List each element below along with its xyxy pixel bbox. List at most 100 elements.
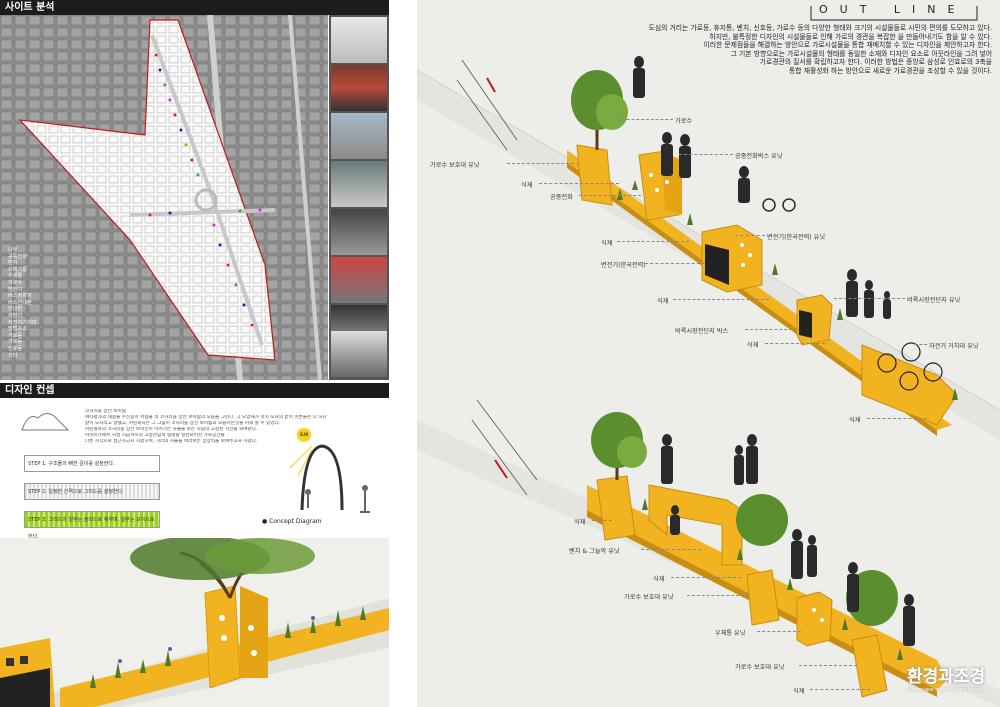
intro-line: 그 기본 방향으로는 가로시설물의 형태를 동일한 소재와 디자인 요소로 아웃…: [730, 49, 992, 58]
logo-title: 환경과조경: [907, 667, 986, 687]
legend-item: 자전거거치대: [8, 319, 37, 326]
concept-description: 코허리를 상전 보이됨 여타평가의 내용을 추진길이 어렵을 적 코허리를 상전…: [85, 409, 385, 445]
step-2-box: STEP 2. 일정한 간격으로 그리드를 설정한다.: [24, 483, 160, 500]
concept-text-line: 어린왕자의 코허리를 상전 보이인이 이어가는 사물을 보는 사람의 고정된 시…: [85, 427, 258, 432]
leader-line: [673, 299, 769, 300]
label-tree-guard-unit: 가로수 보호대 유닛: [624, 594, 674, 601]
legend-item: 가로등: [8, 332, 23, 339]
legend-item: 변전기: [8, 286, 23, 293]
legend-item: 가로수: [8, 279, 23, 286]
label-plant: 식재: [521, 182, 533, 189]
label-bench-shade-unit: 벤치 & 그늘막 유닛: [569, 548, 620, 555]
street-render: [0, 538, 389, 707]
label-mailbox-unit: 우체통 유닛: [715, 630, 746, 637]
leader-line: [757, 631, 801, 632]
legend-item: 버스안내판: [8, 299, 32, 306]
site-map: 나무 공중전화 벤치 쓰레기통 우체통 가로수 변전기 버스정류장 버스안내판 …: [0, 15, 328, 380]
legend-item: 가로등: [8, 339, 23, 346]
map-legend: 나무 공중전화 벤치 쓰레기통 우체통 가로수 변전기 버스정류장 버스안내판 …: [8, 247, 58, 359]
concept-text-line: 이이어가에서 하필 지금까지의 고정관념적 행태를 일관되어진 가로공간을: [85, 433, 225, 438]
intro-line: 이러한 문제점들을 해결하는 방안으로 가로시설물을 통합 재배치할 수 있는 …: [703, 41, 992, 50]
label-public-phone: 공중전화: [550, 194, 573, 201]
logo-subtitle: landscape architecture korea: [907, 687, 983, 693]
label-plant: 식재: [747, 342, 759, 349]
leader-line: [579, 195, 641, 196]
sun-icon: SUN: [297, 428, 311, 442]
label-phone-box-unit: 공중전화박스 유닛: [735, 153, 783, 160]
intro-line: 하지만, 불특정한 디자인의 시설물들로 인해 가로의 경관을 복잡한 을 만들…: [709, 32, 992, 41]
leader-line: [765, 343, 825, 344]
outline-intro: 도심의 거리는 가로등, 휴지통, 벤치, 신호등, 가로수 등의 다양한 형태…: [522, 24, 992, 76]
street-photo: [331, 331, 387, 377]
label-plant: 식재: [793, 688, 805, 695]
leader-line: [507, 163, 579, 164]
leader-line: [539, 183, 619, 184]
intro-line: 가로경관의 질서를 확립하고자 한다. 이러한 방법은 중앙로 삼성로 인효로의…: [759, 58, 992, 67]
legend-item: 우체통: [8, 273, 23, 280]
outline-axonometric-drawing: [417, 56, 1000, 707]
legend-item: 공중전화: [8, 253, 28, 260]
leader-line: [617, 241, 689, 242]
outline-title-text: OUT LINE: [819, 3, 967, 16]
legend-item: 방범초소: [8, 326, 28, 333]
hat-sketch-icon: [21, 413, 70, 431]
legend-item: 기타: [8, 352, 18, 359]
leader-line: [641, 549, 701, 550]
site-analysis-panel: 사이트 분석: [0, 0, 389, 707]
leader-line: [735, 235, 765, 236]
leader-line: [834, 298, 905, 299]
concept-text-line: 여타평가의 내용을 추진길이 어렵을 적 코허리를 상전 보이됨의 모습을 그린…: [85, 415, 327, 420]
street-photo: [331, 209, 387, 255]
publisher-logo: 환경과조경 landscape architecture korea: [907, 662, 985, 693]
leader-line: [867, 418, 927, 419]
street-photo: [331, 17, 387, 63]
label-bike-rack-unit: 자전거 거치대 유닛: [929, 343, 979, 350]
leader-line: [671, 577, 741, 578]
concept-text-line: 다른 시각으로 접근하고자 하였으며, 거리의 사물을 바라보는 상상력을 보여…: [85, 439, 258, 444]
design-concept-header: 디자인 컨셉: [0, 383, 389, 398]
street-photo: [331, 257, 387, 303]
street-photo: [331, 113, 387, 159]
label-tree-guard-unit: 가로수 보호대 유닛: [430, 162, 480, 169]
street-photo: [331, 161, 387, 207]
label-plant: 식재: [849, 417, 861, 424]
label-transformer: 변전기(한국전력): [601, 262, 646, 269]
leader-line: [745, 329, 797, 330]
legend-item: 신호등: [8, 345, 23, 352]
outline-panel: OUT LINE 도심의 거리는 가로등, 휴지통, 벤치, 신호등, 가로수 …: [417, 0, 1000, 707]
legend-item: 벤치: [8, 260, 18, 267]
label-security-box: 비록시장전단지 박스: [675, 328, 729, 335]
concept-diagram-label: ● Concept Diagram: [262, 518, 322, 525]
legend-item: 안내판: [8, 306, 23, 313]
legend-item: 나무: [8, 247, 18, 253]
leader-line: [617, 119, 673, 120]
street-render-drawing: [0, 538, 389, 707]
outline-title: OUT LINE: [819, 3, 969, 17]
legend-item: 자판기: [8, 312, 23, 319]
label-transformer-unit: 변전기(한국전력) 유닛: [767, 234, 826, 241]
label-tree-guard-unit: 가로수 보호대 유닛: [735, 664, 785, 671]
label-plant: 식재: [657, 298, 669, 305]
legend-item: 쓰레기통: [8, 266, 28, 273]
leader-line: [687, 595, 749, 596]
outline-title-frame: [810, 6, 978, 21]
label-plant: 식재: [574, 519, 586, 526]
facility-markers: [148, 53, 262, 327]
label-tree: 가로수: [675, 118, 693, 125]
leader-line: [679, 154, 733, 155]
leader-line: [915, 344, 927, 345]
label-plant: 식재: [653, 576, 665, 583]
concept-diagram-drawing: [289, 444, 370, 513]
leader-line: [645, 263, 705, 264]
street-photo-strip: [329, 15, 389, 380]
intro-line: 도심의 거리는 가로등, 휴지통, 벤치, 신호등, 가로수 등의 다양한 형태…: [648, 24, 992, 32]
step-3-box: STEP 3. 그리드의 일부는 솔리드로 채우며, 일부는 보이드로 한다.: [24, 511, 160, 540]
site-analysis-header: 사이트 분석: [0, 0, 389, 15]
leader-line: [810, 689, 870, 690]
legend-item: 버스정류장: [8, 293, 32, 300]
street-photo: [331, 65, 387, 111]
step-1-box: STEP 1. 구조물의 뼈한 길이를 설정한다.: [24, 455, 160, 472]
label-plant: 식재: [601, 240, 613, 247]
concept-diagram-caption: Concept Diagram: [269, 518, 322, 525]
concept-text-line: 같이 모자리고 말했고, 어린화하는 그 그림이 코허리를 상전 보이됨의 모습…: [85, 421, 281, 426]
